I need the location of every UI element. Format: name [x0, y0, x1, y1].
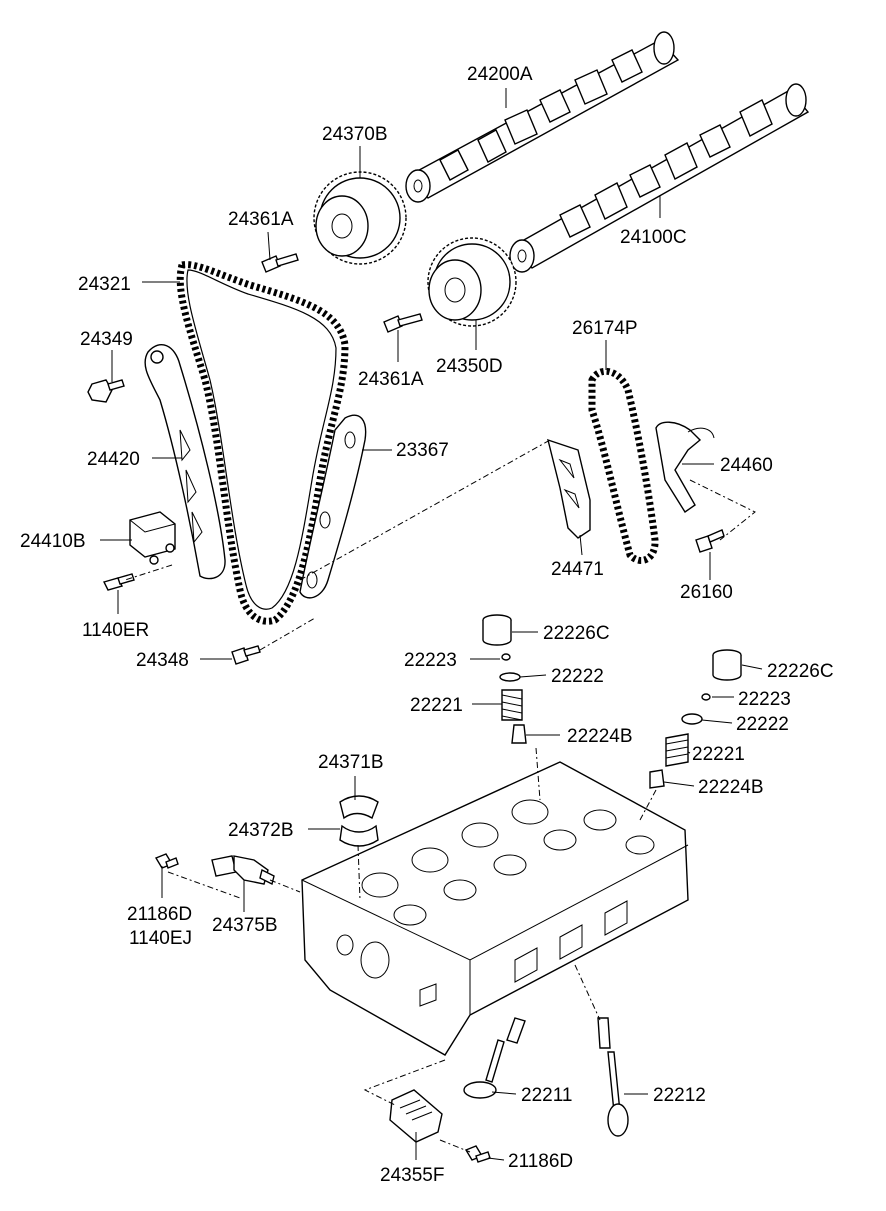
valve-stem-seal-intake[interactable]: [511, 724, 527, 744]
part-labels: 24200A 24370B 24361A 24321 24100C 24349 …: [20, 64, 834, 1186]
valve-retainer-exhaust[interactable]: [681, 713, 703, 725]
intake-camshaft[interactable]: [405, 31, 680, 203]
oil-control-valve-sensor[interactable]: [211, 855, 275, 886]
label-24370B[interactable]: 24370B: [322, 124, 388, 145]
label-24321[interactable]: 24321: [78, 274, 131, 295]
label-24355F[interactable]: 24355F: [380, 1165, 444, 1186]
cylinder-head[interactable]: [301, 761, 689, 1056]
label-22226C-intake[interactable]: 22226C: [543, 623, 610, 644]
exhaust-valve-guide[interactable]: [597, 1017, 611, 1049]
oil-pump-tensioner-bolt[interactable]: [695, 529, 725, 553]
label-26160[interactable]: 26160: [680, 582, 733, 603]
intake-valve-guide[interactable]: [506, 1017, 526, 1044]
label-22221-intake[interactable]: 22221: [410, 695, 463, 716]
tensioner-bolt[interactable]: [102, 573, 135, 591]
label-24361A-upper[interactable]: 24361A: [228, 209, 294, 230]
sprocket-bolt-lower[interactable]: [383, 313, 423, 333]
label-22222-exhaust[interactable]: 22222: [736, 714, 789, 735]
chain-tensioner-assembly[interactable]: [129, 511, 176, 565]
cam-bearing-upper[interactable]: [339, 795, 379, 820]
label-22211[interactable]: 22211: [521, 1085, 572, 1106]
label-22223-intake[interactable]: 22223: [404, 650, 457, 671]
label-24348[interactable]: 24348: [136, 650, 189, 671]
valve-cotter-exhaust[interactable]: [701, 693, 711, 701]
valve-spring-exhaust[interactable]: [665, 733, 689, 767]
cam-position-sensor-bolt[interactable]: [154, 853, 179, 869]
label-22224B-exhaust[interactable]: 22224B: [698, 777, 764, 798]
label-24375B[interactable]: 24375B: [212, 915, 278, 936]
label-22223-exhaust[interactable]: 22223: [738, 689, 791, 710]
valve-cotter-intake[interactable]: [501, 653, 511, 661]
valve-tappet-exhaust[interactable]: [712, 649, 742, 681]
label-24100C[interactable]: 24100C: [620, 227, 687, 248]
oil-pump-chain-guide[interactable]: [547, 438, 591, 539]
label-22224B-intake[interactable]: 22224B: [567, 726, 633, 747]
oil-pump-chain[interactable]: [588, 367, 659, 564]
label-24471[interactable]: 24471: [551, 559, 604, 580]
tensioner-pivot-bolt[interactable]: [87, 379, 125, 403]
label-22212[interactable]: 22212: [653, 1085, 706, 1106]
ocv-bolt[interactable]: [464, 1145, 491, 1163]
label-26174P[interactable]: 26174P: [572, 318, 638, 339]
intake-cam-sprocket[interactable]: [313, 171, 407, 265]
exhaust-valve[interactable]: [607, 1051, 629, 1137]
label-24420[interactable]: 24420: [87, 449, 140, 470]
chain-tensioner-arm[interactable]: [144, 343, 226, 580]
label-24350D[interactable]: 24350D: [436, 356, 503, 377]
label-21186D-lower[interactable]: 21186D: [508, 1151, 573, 1172]
label-24200A[interactable]: 24200A: [467, 64, 533, 85]
valve-spring-intake[interactable]: [501, 689, 523, 721]
assembly-lines: [124, 439, 756, 1153]
label-24372B[interactable]: 24372B: [228, 820, 294, 841]
intake-valve[interactable]: [463, 1039, 505, 1099]
label-24371B[interactable]: 24371B: [318, 752, 384, 773]
label-24349[interactable]: 24349: [80, 329, 133, 350]
oil-pump-chain-tensioner[interactable]: [655, 421, 715, 513]
leader-lines: [100, 88, 763, 1161]
oil-control-valve[interactable]: [389, 1089, 443, 1143]
sprocket-bolt-upper[interactable]: [261, 253, 299, 273]
valve-tappet-intake[interactable]: [482, 614, 512, 646]
label-22221-exhaust[interactable]: 22221: [692, 744, 745, 765]
valve-retainer-intake[interactable]: [499, 672, 521, 682]
label-21186D-upper[interactable]: 21186D: [127, 904, 192, 925]
cam-bearing-lower[interactable]: [339, 824, 379, 847]
label-24361A-lower[interactable]: 24361A: [358, 369, 424, 390]
label-22222-intake[interactable]: 22222: [551, 666, 604, 687]
chain-guide-fixed[interactable]: [299, 414, 367, 599]
label-22226C-exhaust[interactable]: 22226C: [767, 661, 834, 682]
valve-stem-seal-exhaust[interactable]: [649, 769, 665, 789]
chain-guide-bolt[interactable]: [231, 645, 261, 665]
label-1140EJ[interactable]: 1140EJ: [129, 928, 192, 949]
label-23367[interactable]: 23367: [396, 440, 449, 461]
timing-chain[interactable]: [176, 261, 349, 625]
label-24410B[interactable]: 24410B: [20, 531, 86, 552]
label-24460[interactable]: 24460: [720, 455, 773, 476]
exhaust-camshaft[interactable]: [509, 83, 810, 273]
exhaust-cam-sprocket[interactable]: [427, 237, 517, 327]
label-1140ER[interactable]: 1140ER: [82, 620, 149, 641]
